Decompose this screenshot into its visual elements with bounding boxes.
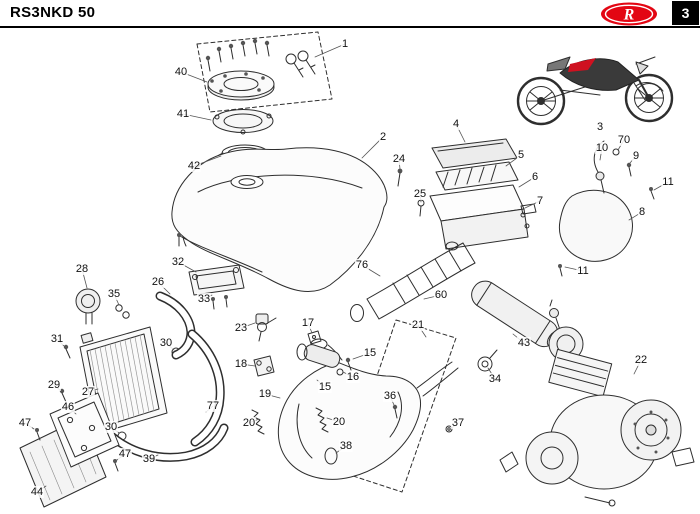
bracket-screws: [35, 428, 119, 472]
tank-bracket-plate: [188, 264, 245, 310]
part-callout-15: 15: [362, 346, 378, 360]
fuel-tank: [171, 147, 388, 292]
part-callout-35: 35: [106, 287, 122, 301]
part-callout-26: 26: [150, 275, 166, 289]
airbox: [429, 138, 537, 251]
part-callout-9: 9: [631, 149, 641, 163]
part-callout-6: 6: [530, 170, 540, 184]
fuel-cap: [207, 70, 275, 101]
cap-ring: [212, 109, 274, 135]
part-callout-17: 17: [300, 316, 316, 330]
part-callout-21: 21: [410, 318, 426, 332]
part-callout-29: 29: [46, 378, 62, 392]
part-callout-15: 15: [317, 380, 333, 394]
part-callout-22: 22: [633, 353, 649, 367]
part-callout-28: 28: [74, 262, 90, 276]
fuel-petcock: [255, 313, 277, 342]
part-callout-8: 8: [637, 205, 647, 219]
part-callout-1: 1: [340, 37, 350, 51]
exhaust-springs: [251, 407, 329, 435]
part-callout-60: 60: [433, 288, 449, 302]
part-callout-33: 33: [196, 292, 212, 306]
part-callout-47: 47: [17, 416, 33, 430]
part-callout-77: 77: [205, 399, 221, 413]
intake-duct: [366, 242, 476, 320]
part-callout-19: 19: [257, 387, 273, 401]
part-callout-25: 25: [412, 187, 428, 201]
part-callout-7: 7: [535, 194, 545, 208]
part-callout-42: 42: [186, 159, 202, 173]
part-callout-30: 30: [103, 420, 119, 434]
radiator-hoses: [103, 291, 229, 462]
brand-logo-oval: R: [601, 2, 657, 26]
part-callout-5: 5: [516, 148, 526, 162]
silencer: [471, 280, 559, 348]
part-callout-20: 20: [331, 415, 347, 429]
part-callout-31: 31: [49, 332, 65, 346]
part-callout-30: 30: [158, 336, 174, 350]
part-callout-11: 11: [661, 175, 675, 189]
page-number-badge: 3: [672, 1, 699, 25]
brand-logo: R: [600, 2, 658, 31]
part-callout-76: 76: [354, 258, 370, 272]
motorcycle-thumbnail: [516, 56, 674, 126]
part-callout-24: 24: [391, 152, 407, 166]
part-callout-27: 27: [80, 385, 96, 399]
part-callout-10: 10: [594, 141, 610, 155]
part-callout-36: 36: [382, 389, 398, 403]
duct-oring: [350, 304, 364, 322]
part-callout-18: 18: [233, 357, 249, 371]
part-callout-4: 4: [451, 117, 461, 131]
part-callout-32: 32: [170, 255, 186, 269]
model-title: RS3NKD 50: [10, 4, 96, 21]
exhaust-flange: [253, 355, 275, 377]
part-callout-44: 44: [29, 485, 45, 499]
part-callout-38: 38: [338, 439, 354, 453]
fuel-cap-screws: [205, 38, 270, 72]
intake-manifold: [296, 330, 352, 376]
part-callout-20: 20: [241, 416, 257, 430]
radiator-cap: [75, 288, 101, 325]
engine: [499, 299, 695, 507]
part-callout-16: 16: [345, 370, 361, 384]
part-callout-39: 39: [141, 452, 157, 466]
brand-logo-letter: R: [623, 7, 635, 24]
part-callout-41: 41: [175, 107, 191, 121]
part-callout-70: 70: [616, 133, 632, 147]
part-callout-40: 40: [173, 65, 189, 79]
part-callout-3: 3: [595, 120, 605, 134]
ignition-keys: [285, 50, 316, 78]
fuel-cap-group-outline: [196, 31, 333, 113]
exhaust-group-outline: [343, 319, 457, 493]
part-callout-37: 37: [450, 416, 466, 430]
part-callout-47: 47: [117, 447, 133, 461]
part-callout-23: 23: [233, 321, 249, 335]
header-divider: [0, 26, 700, 28]
part-callout-46: 46: [60, 400, 76, 414]
part-callout-11: 11: [576, 264, 590, 278]
part-callout-2: 2: [378, 130, 388, 144]
exhaust-clamp: [477, 349, 498, 372]
exhaust-gasket: [324, 447, 338, 465]
part-callout-34: 34: [487, 372, 503, 386]
part-callout-43: 43: [516, 336, 532, 350]
